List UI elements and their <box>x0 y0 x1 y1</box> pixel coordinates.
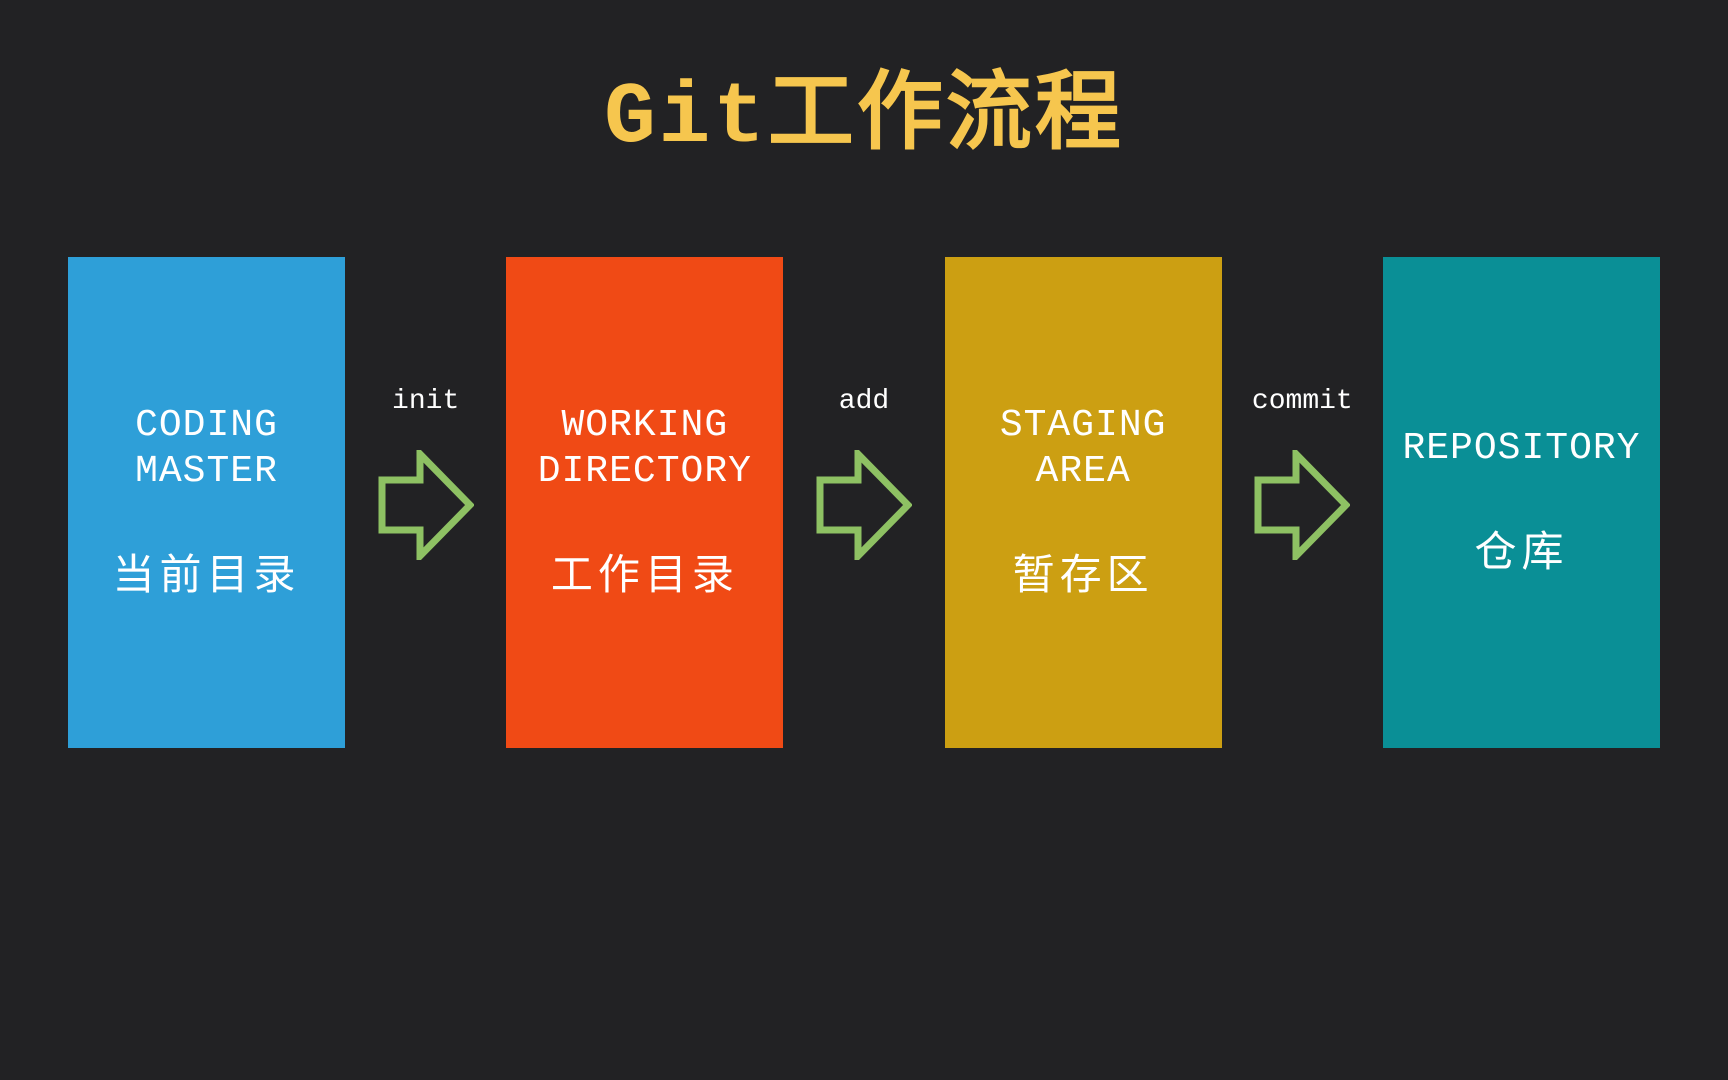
workflow-row: CODING MASTER 当前目录 init WORKING DIRECTOR… <box>68 257 1660 748</box>
stage-title-zh: 暂存区 <box>1012 551 1154 598</box>
right-arrow-icon <box>816 450 912 560</box>
stage-staging-area: STAGING AREA 暂存区 <box>944 257 1222 748</box>
stage-title-zh: 当前目录 <box>112 551 301 598</box>
right-arrow-icon <box>1254 450 1351 560</box>
stage-title-line: DIRECTORY <box>537 450 752 493</box>
stage-title-zh: 仓库 <box>1474 528 1569 575</box>
transition-init: init <box>345 257 506 748</box>
transition-add: add <box>783 257 944 748</box>
stage-title-line: STAGING <box>999 404 1167 447</box>
stage-title-line: AREA <box>1035 450 1131 493</box>
stage-working-directory: WORKING DIRECTORY 工作目录 <box>506 257 784 748</box>
transition-label: init <box>392 386 460 417</box>
stage-title-en: CODING MASTER <box>135 403 278 495</box>
stage-title-line: WORKING <box>561 404 729 447</box>
stage-title-en: WORKING DIRECTORY <box>538 403 752 495</box>
transition-label: add <box>838 386 890 417</box>
transition-label: commit <box>1251 386 1353 417</box>
stage-title-en: REPOSITORY <box>1402 426 1640 472</box>
stage-title-line: CODING <box>135 404 278 447</box>
stage-repository: REPOSITORY 仓库 <box>1382 257 1660 748</box>
stage-title-en: STAGING AREA <box>1000 403 1167 495</box>
right-arrow-icon <box>378 450 474 560</box>
stage-title-line: MASTER <box>135 450 278 493</box>
stage-title-zh: 工作目录 <box>550 551 739 598</box>
stage-coding-master: CODING MASTER 当前目录 <box>68 257 345 748</box>
diagram-title: Git工作流程 <box>604 69 1124 167</box>
transition-commit: commit <box>1222 257 1383 748</box>
stage-title-line: REPOSITORY <box>1402 427 1641 470</box>
